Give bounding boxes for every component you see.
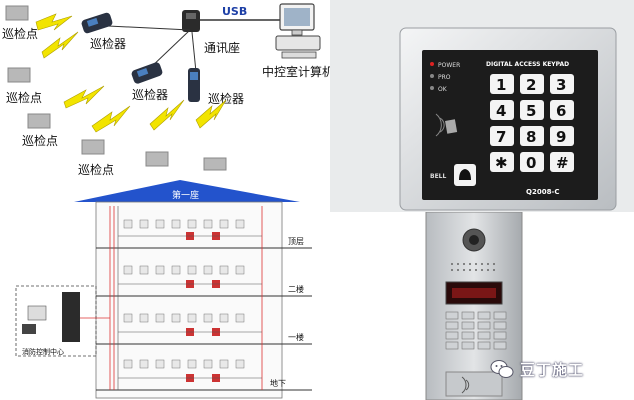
wireless-signal-icons [35, 13, 227, 133]
patrol-point-label: 巡检点 [22, 133, 58, 148]
card-reader-icon [461, 376, 470, 394]
svg-text:4: 4 [496, 102, 506, 120]
keypad-key[interactable] [520, 74, 544, 94]
keypad-key[interactable] [490, 100, 514, 120]
patrol-device-icon [81, 12, 113, 34]
patrol-point-label: 巡检点 [6, 90, 42, 105]
svg-text:✱: ✱ [495, 154, 508, 172]
svg-text:7: 7 [496, 128, 506, 146]
intercom-keys[interactable] [445, 311, 507, 350]
patrol-network-svg: USB 通讯座 中控室计算机 巡检器 巡检器 [2, 3, 330, 177]
patrol-point-label: 巡检点 [2, 26, 38, 41]
svg-text:6: 6 [556, 102, 566, 120]
patrol-point-icon [7, 67, 31, 83]
patrol-network-diagram: USB 通讯座 中控室计算机 巡检器 巡检器 [0, 0, 330, 178]
device-row [118, 219, 262, 240]
svg-text:8: 8 [526, 128, 536, 146]
central-computer-icon [275, 3, 321, 59]
comm-base-label: 通讯座 [204, 40, 240, 55]
device-row [118, 313, 262, 336]
device-row [118, 359, 262, 382]
patrol-device-icon [188, 68, 200, 102]
keypad-key[interactable] [550, 100, 574, 120]
access-keypad-svg: POWER PRO OK DIGITAL ACCESS KEYPAD 1 2 3… [399, 27, 617, 211]
svg-text:2: 2 [526, 76, 536, 94]
card-reader-icon [435, 113, 458, 137]
svg-text:5: 5 [526, 102, 536, 120]
wechat-icon [490, 360, 514, 378]
svg-text:3: 3 [556, 76, 566, 94]
watermark: 豆丁施工 [490, 356, 630, 382]
pro-led [430, 74, 434, 78]
patrol-device-icon [131, 62, 163, 84]
patrol-device-label: 巡检器 [132, 87, 168, 102]
keypad-key[interactable] [490, 74, 514, 94]
patrol-point-icon [5, 5, 29, 21]
patrol-point-icon [81, 139, 105, 155]
building-roof [74, 180, 300, 202]
bell-label: BELL [430, 173, 446, 180]
building-roof-label: 第一座 [172, 189, 199, 201]
power-led [430, 62, 434, 66]
ok-led [430, 86, 434, 90]
keypad-key[interactable] [490, 126, 514, 146]
svg-text:#: # [556, 154, 569, 172]
floor-label: 地下 [270, 378, 286, 388]
watermark-text: 豆丁施工 [520, 360, 585, 379]
keypad-model: Q2008-C [526, 188, 559, 196]
control-center-label: 消防控制中心 [22, 347, 64, 356]
indicator-label: POWER [438, 62, 460, 69]
keypad-key[interactable] [490, 152, 514, 172]
building-wiring-svg: 第一座 顶层 二楼 一楼 地下 [15, 180, 312, 399]
keypad-key[interactable] [550, 152, 574, 172]
svg-text:0: 0 [526, 154, 536, 172]
keypad-keys: 1 2 3 4 5 6 7 8 9 ✱ 0 # [490, 74, 574, 172]
card-swipe-area [445, 371, 503, 397]
control-center-box [15, 285, 97, 357]
access-keypad-photo: POWER PRO OK DIGITAL ACCESS KEYPAD 1 2 3… [330, 0, 634, 212]
patrol-point-label: 巡检点 [78, 162, 114, 177]
usb-label: USB [222, 5, 247, 18]
patrol-point-icon [203, 157, 227, 171]
control-cabinet-icon [62, 292, 80, 342]
patrol-point-icon [145, 151, 169, 167]
keypad-title: DIGITAL ACCESS KEYPAD [486, 61, 569, 68]
patrol-device-label: 巡检器 [208, 91, 244, 106]
keypad-key[interactable] [520, 152, 544, 172]
svg-text:9: 9 [556, 128, 566, 146]
indicator-label: OK [438, 86, 448, 93]
speaker-grille [451, 263, 495, 271]
svg-text:1: 1 [496, 76, 506, 94]
bell-icon [459, 169, 471, 182]
floor-label: 二楼 [288, 284, 304, 294]
device-row [118, 265, 262, 288]
keypad-key[interactable] [520, 100, 544, 120]
building-wiring-diagram: 第一座 顶层 二楼 一楼 地下 [0, 178, 330, 400]
keypad-key[interactable] [550, 126, 574, 146]
floor-label: 顶层 [288, 237, 304, 246]
keypad-key[interactable] [520, 126, 544, 146]
intercom-panel-photo [330, 212, 634, 400]
monitor-icon [27, 305, 47, 321]
patrol-point-icon [27, 113, 51, 129]
floor-label: 一楼 [288, 332, 304, 342]
keypad-key[interactable] [550, 74, 574, 94]
central-computer-label: 中控室计算机 [262, 64, 330, 79]
indicator-label: PRO [438, 74, 451, 81]
patrol-device-label: 巡检器 [90, 36, 126, 51]
